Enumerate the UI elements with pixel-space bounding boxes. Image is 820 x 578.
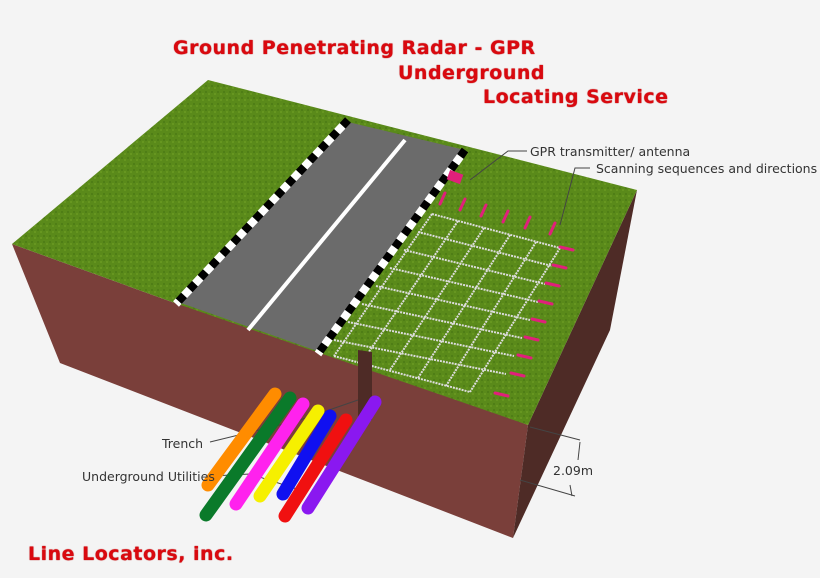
- scan-grid: [333, 213, 561, 393]
- curb-left: [173, 117, 351, 307]
- trench-label: Trench: [162, 436, 204, 451]
- depth-label: 2.09m: [553, 463, 594, 478]
- utilities-label: Underground Utilities: [82, 469, 215, 484]
- curb-right: [314, 147, 469, 357]
- utility-pipes: [199, 387, 382, 523]
- pipe-purple: [301, 395, 382, 515]
- road-center-line: [246, 138, 407, 332]
- pipe-blue: [276, 409, 337, 501]
- antenna-label: GPR transmitter/ antenna: [530, 144, 691, 159]
- curb-left-white: [173, 117, 351, 307]
- gpr-antenna: [446, 169, 464, 185]
- soil-side-face: [513, 190, 637, 538]
- scan-arrows: [438, 191, 575, 398]
- road: [178, 122, 465, 352]
- pipe-orange: [201, 387, 282, 492]
- scanning-label: Scanning sequences and directions: [596, 161, 818, 176]
- company-name: Line Locators, inc.: [28, 543, 234, 565]
- title-line-3: Locating Service: [483, 86, 669, 108]
- curb-right-white: [314, 147, 469, 357]
- title-line-1: Ground Penetrating Radar - GPR: [173, 37, 536, 59]
- pipe-green: [199, 391, 297, 522]
- pipe-yellow: [253, 404, 325, 503]
- title-line-2: Underground: [398, 62, 545, 84]
- pipe-magenta: [229, 397, 310, 511]
- pipe-red: [278, 413, 353, 523]
